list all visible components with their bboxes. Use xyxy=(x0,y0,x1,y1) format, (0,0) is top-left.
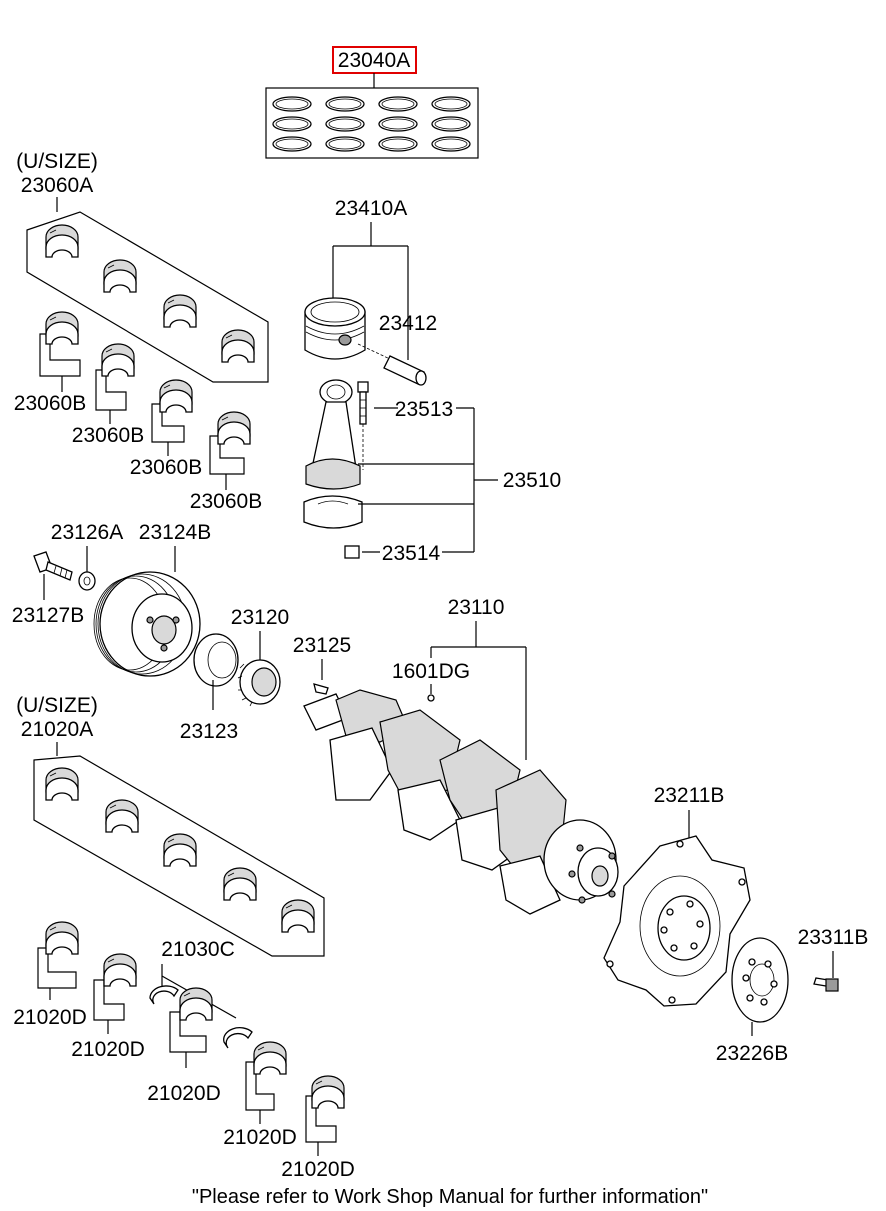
bearing-shell-a1 xyxy=(45,224,79,258)
label-23410A[interactable]: 23410A xyxy=(335,197,407,220)
lower-bearing-shells-d: 21020D 21020D 21020D 21020D 21020D xyxy=(13,921,355,1181)
label-23514[interactable]: 23514 xyxy=(382,542,441,565)
lower-bearing-set-group: (U/SIZE) 21020A xyxy=(16,694,325,957)
bearing-shell-c5 xyxy=(281,899,315,933)
bearing-shell-d4 xyxy=(245,1041,287,1124)
piston-ring-set-group: 23040A xyxy=(265,46,479,159)
bearing-shell-b2 xyxy=(95,343,135,424)
piston-ring-stack-2 xyxy=(325,96,365,152)
thrust-washer-1 xyxy=(149,985,179,1005)
label-21020D-3[interactable]: 21020D xyxy=(147,1082,221,1105)
bearing-shell-a3 xyxy=(163,294,197,328)
label-23127B[interactable]: 23127B xyxy=(12,604,84,627)
label-23226B[interactable]: 23226B xyxy=(716,1042,788,1065)
pulley-group: 23126A 23124B 23127B 23120 xyxy=(12,521,351,743)
thrust-washer-2 xyxy=(223,1027,253,1049)
damper-pulley xyxy=(93,571,201,677)
label-23060B-2[interactable]: 23060B xyxy=(72,424,144,447)
bearing-shell-b4 xyxy=(209,411,251,490)
bearing-shell-b3 xyxy=(151,379,193,456)
label-23211B[interactable]: 23211B xyxy=(654,784,725,807)
bearing-shell-c3 xyxy=(163,833,197,867)
label-23123[interactable]: 23123 xyxy=(180,720,238,743)
label-23110[interactable]: 23110 xyxy=(448,596,505,619)
drive-plate-group: 23211B xyxy=(603,784,751,1007)
drive-plate-bolt xyxy=(813,977,839,992)
label-23126A[interactable]: 23126A xyxy=(51,521,123,544)
bearing-set-panel-lower xyxy=(33,755,325,957)
woodruff-key xyxy=(313,683,329,695)
label-23412[interactable]: 23412 xyxy=(379,312,437,335)
crankshaft-group: 23110 1601DG xyxy=(303,596,619,915)
label-23513[interactable]: 23513 xyxy=(395,398,453,421)
label-1601DG[interactable]: 1601DG xyxy=(392,660,470,683)
label-23060A[interactable]: 23060A xyxy=(21,174,93,197)
label-23510[interactable]: 23510 xyxy=(503,469,561,492)
bearing-shell-d5 xyxy=(305,1075,345,1156)
footer-note: "Please refer to Work Shop Manual for fu… xyxy=(192,1186,708,1208)
crankshaft xyxy=(303,689,619,915)
plug xyxy=(427,694,435,702)
pulley-bolt xyxy=(33,551,73,581)
label-23060B-1[interactable]: 23060B xyxy=(14,392,86,415)
front-plate xyxy=(193,633,239,687)
label-23060B-3[interactable]: 23060B xyxy=(130,456,202,479)
label-23124B[interactable]: 23124B xyxy=(139,521,211,544)
piston-ring-stack-4 xyxy=(431,96,471,152)
label-23311B[interactable]: 23311B xyxy=(798,926,869,949)
label-21020D-4[interactable]: 21020D xyxy=(223,1126,297,1149)
bearing-shell-d2 xyxy=(93,953,137,1034)
adapter-plate xyxy=(731,937,789,1023)
label-23060B-4[interactable]: 23060B xyxy=(190,490,262,513)
bearing-shell-d3 xyxy=(169,987,213,1068)
label-usize-upper[interactable]: (U/SIZE) xyxy=(16,150,98,173)
bearing-set-panel xyxy=(26,211,269,383)
label-usize-lower[interactable]: (U/SIZE) xyxy=(16,694,98,717)
label-21020A[interactable]: 21020A xyxy=(21,718,93,741)
label-21020D-2[interactable]: 21020D xyxy=(71,1038,145,1061)
thrust-bearing-group: 21030C xyxy=(149,938,253,1049)
bearing-shell-d1 xyxy=(37,921,79,1000)
label-23125[interactable]: 23125 xyxy=(293,634,351,657)
upper-bearing-set-group: (U/SIZE) 23060A xyxy=(16,150,269,383)
piston-ring-set xyxy=(265,87,479,159)
bearing-shell-a4 xyxy=(221,329,255,363)
label-23040A[interactable]: 23040A xyxy=(338,49,410,72)
adapter-plate-group: 23226B 23311B xyxy=(716,926,869,1065)
rod-bolt xyxy=(357,381,369,425)
crankshaft-sprocket xyxy=(237,659,281,707)
piston-group: 23410A 23412 xyxy=(304,197,437,386)
label-21020D-5[interactable]: 21020D xyxy=(281,1158,355,1181)
bearing-shell-c4 xyxy=(223,867,257,901)
connecting-rod xyxy=(303,379,363,529)
piston-ring-stack-3 xyxy=(378,96,418,152)
piston-pin xyxy=(383,355,427,386)
label-21030C[interactable]: 21030C xyxy=(161,938,235,961)
label-21020D-1[interactable]: 21020D xyxy=(13,1006,87,1029)
bearing-shell-a2 xyxy=(103,259,137,293)
bearing-shell-c2 xyxy=(105,799,139,833)
drive-plate xyxy=(603,835,751,1007)
upper-bearing-shells-b: 23060B 23060B 23060B 23060B xyxy=(14,311,262,513)
label-23120[interactable]: 23120 xyxy=(231,606,289,629)
washer xyxy=(78,571,96,591)
connecting-rod-group: 23513 23510 23514 xyxy=(303,379,561,565)
bearing-shell-c1 xyxy=(45,767,79,801)
piston-ring-stack-1 xyxy=(272,96,312,152)
piston xyxy=(304,297,366,360)
bearing-shell-b1 xyxy=(39,311,81,392)
rod-nut xyxy=(344,545,360,559)
